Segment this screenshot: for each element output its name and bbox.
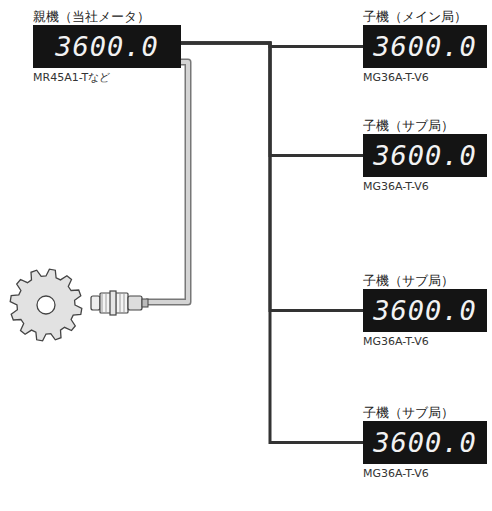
model-name: MG36A-T-V6	[363, 467, 487, 481]
meter-heading: 親機（当社メータ）	[33, 8, 181, 25]
meter-heading: 子機（サブ局）	[363, 272, 487, 289]
display-value: 3600.0	[55, 31, 159, 62]
child-meter: 子機（サブ局） 3600.0MG36A-T-V6	[363, 404, 487, 481]
child-meter: 子機（メイン局） 3600.0MG36A-T-V6	[363, 8, 487, 85]
child-meter: 子機（サブ局） 3600.0MG36A-T-V6	[363, 272, 487, 349]
display-value: 3600.0	[373, 295, 477, 326]
sensor-cable	[146, 62, 188, 302]
meter-heading: 子機（サブ局）	[363, 404, 487, 421]
display-panel: 3600.0	[363, 134, 487, 177]
display-panel: 3600.0	[33, 25, 181, 68]
bus-line	[181, 43, 363, 442]
display-value: 3600.0	[373, 140, 477, 171]
model-name: MR45A1-Tなど	[33, 71, 181, 85]
parent-meter: 親機（当社メータ） 3600.0MR45A1-Tなど	[33, 8, 181, 85]
child-meter: 子機（サブ局） 3600.0MG36A-T-V6	[363, 117, 487, 194]
sensor-cable-inner	[146, 62, 188, 302]
meter-heading: 子機（サブ局）	[363, 117, 487, 134]
model-name: MG36A-T-V6	[363, 71, 487, 85]
display-value: 3600.0	[373, 31, 477, 62]
display-panel: 3600.0	[363, 421, 487, 464]
model-name: MG36A-T-V6	[363, 180, 487, 194]
display-panel: 3600.0	[363, 25, 487, 68]
display-value: 3600.0	[373, 427, 477, 458]
meter-heading: 子機（メイン局）	[363, 8, 487, 25]
gear	[10, 269, 82, 341]
proximity-sensor	[91, 291, 148, 315]
model-name: MG36A-T-V6	[363, 335, 487, 349]
bus-line	[181, 43, 363, 310]
display-panel: 3600.0	[363, 289, 487, 332]
bus-line	[181, 43, 363, 155]
